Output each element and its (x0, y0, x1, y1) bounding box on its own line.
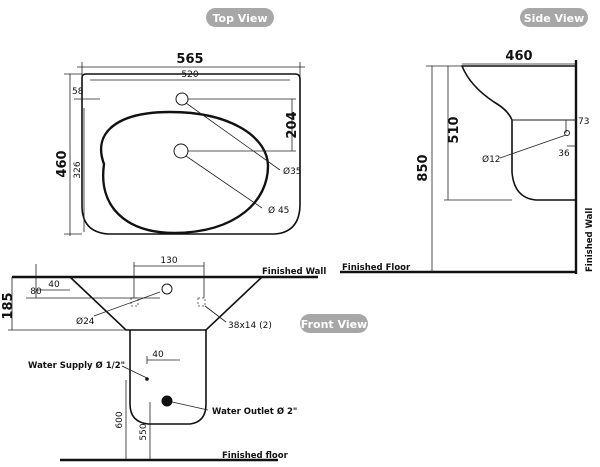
front-pipe-hole-icon (161, 283, 173, 295)
dim-185: 185 (1, 292, 16, 319)
dim-73: 73 (578, 117, 589, 127)
water-supply-dot (145, 377, 149, 381)
dim-850: 850 (416, 154, 431, 181)
dim-40-front: 40 (48, 280, 60, 290)
pedestal-front (129, 330, 207, 425)
dim-460-top: 460 (55, 150, 70, 177)
dim-58: 58 (72, 87, 84, 97)
side-view-title: Side View (524, 12, 585, 25)
top-view-title: Top View (212, 12, 267, 25)
label-side-hole: Ø12 (482, 154, 501, 165)
dim-130: 130 (160, 256, 177, 266)
label-fixing-slots: 38x14 (2) (228, 321, 272, 331)
front-view-badge: Front View (300, 314, 368, 333)
label-drain-hole: Ø 45 (268, 205, 289, 216)
water-outlet-icon (161, 395, 173, 407)
drain-hole-icon (173, 143, 189, 159)
dim-204: 204 (285, 111, 300, 138)
label-tap-hole: Ø35 (283, 166, 302, 177)
basin-profile-side (460, 65, 576, 201)
dim-550: 550 (139, 423, 149, 440)
dim-36: 36 (558, 149, 570, 159)
dim-326: 326 (73, 161, 83, 178)
side-view-drawing: 460 510 850 73 36 Ø12 Finished Floor Fin… (340, 49, 595, 274)
dim-510: 510 (447, 116, 462, 143)
fixing-slot-left (130, 297, 139, 307)
top-view-drawing: 565 520 58 460 326 204 Ø35 Ø 45 (55, 52, 305, 236)
label-water-supply: Water Supply Ø 1/2" (28, 360, 125, 371)
label-side-finished-floor: Finished Floor (342, 263, 411, 273)
label-water-outlet: Water Outlet Ø 2" (212, 406, 297, 417)
label-front-finished-wall: Finished Wall (262, 267, 326, 277)
dim-600: 600 (115, 411, 125, 428)
dim-520: 520 (181, 70, 198, 80)
dim-80: 80 (30, 287, 42, 297)
dim-565: 565 (176, 52, 203, 67)
front-view-drawing: 185 40 80 130 Ø24 38x14 (2) 40 Water Sup… (1, 256, 326, 462)
dim-460-side: 460 (505, 49, 532, 64)
side-view-badge: Side View (520, 8, 588, 27)
front-view-title: Front View (301, 318, 367, 331)
label-front-finished-floor: Finished floor (222, 451, 289, 461)
top-view-badge: Top View (206, 8, 274, 27)
basin-outline-top (81, 73, 301, 235)
bowl-outline (99, 110, 270, 235)
fixing-slot-right (197, 297, 206, 307)
label-side-finished-wall: Finished Wall (585, 208, 595, 272)
label-front-hole: Ø24 (76, 316, 95, 327)
side-hole-icon (564, 130, 570, 136)
dim-40-pedestal: 40 (152, 350, 164, 360)
basin-profile-front (69, 276, 263, 331)
